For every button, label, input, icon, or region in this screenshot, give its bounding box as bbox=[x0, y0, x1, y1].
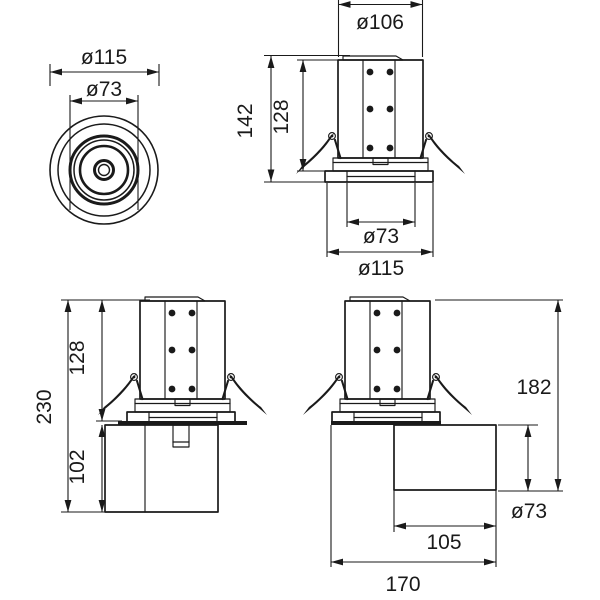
dim-label: 182 bbox=[516, 376, 551, 399]
view-side-driver-below: 230 128 102 bbox=[33, 296, 268, 513]
dim-recess-height: 128 bbox=[66, 300, 122, 422]
dim-overall-height: 142 bbox=[234, 54, 350, 183]
dim-trim-diameter: ø115 bbox=[326, 183, 434, 280]
dim-label: ø73 bbox=[511, 500, 547, 523]
view-side-driver-offset: 182 ø73 105 170 bbox=[302, 296, 563, 596]
mounting-plate bbox=[118, 421, 247, 425]
dim-label: 128 bbox=[66, 340, 89, 375]
view-front-section: ø106 142 128 ø73 ø115 bbox=[234, 0, 466, 280]
dim-label: 230 bbox=[33, 389, 56, 424]
dim-label: 105 bbox=[426, 531, 461, 554]
mounting-plate bbox=[331, 421, 441, 425]
dim-label: 128 bbox=[270, 99, 293, 134]
dim-height-to-box-bottom: 182 bbox=[435, 299, 563, 492]
dim-top-inner-diameter: ø73 bbox=[69, 78, 139, 210]
dim-box-height: 102 bbox=[66, 425, 106, 512]
dim-label: ø115 bbox=[358, 257, 404, 280]
top-view-circles bbox=[49, 115, 159, 225]
dim-label: 170 bbox=[385, 573, 420, 596]
dim-label: ø73 bbox=[363, 225, 399, 248]
dim-total-width: 170 bbox=[330, 425, 496, 596]
dim-body-diameter: ø106 bbox=[337, 0, 424, 57]
dim-total-height: 230 bbox=[33, 299, 150, 513]
view-top: ø115 ø73 bbox=[49, 46, 160, 225]
dim-label: ø73 bbox=[86, 78, 122, 101]
dim-cutout-diameter: ø73 bbox=[346, 183, 416, 248]
dim-top-outer-diameter: ø115 bbox=[49, 46, 160, 86]
dim-recess-height: 128 bbox=[270, 59, 338, 172]
driver-box bbox=[104, 424, 219, 513]
dim-label: 102 bbox=[66, 449, 89, 484]
dim-label: 142 bbox=[234, 103, 257, 138]
dim-label: ø106 bbox=[356, 11, 404, 34]
dim-box-length: 105 bbox=[393, 490, 496, 554]
dim-label: ø115 bbox=[81, 46, 127, 69]
connector-stem bbox=[172, 424, 190, 448]
driver-cylinder bbox=[393, 424, 497, 491]
dim-box-diameter: ø73 bbox=[498, 424, 547, 523]
